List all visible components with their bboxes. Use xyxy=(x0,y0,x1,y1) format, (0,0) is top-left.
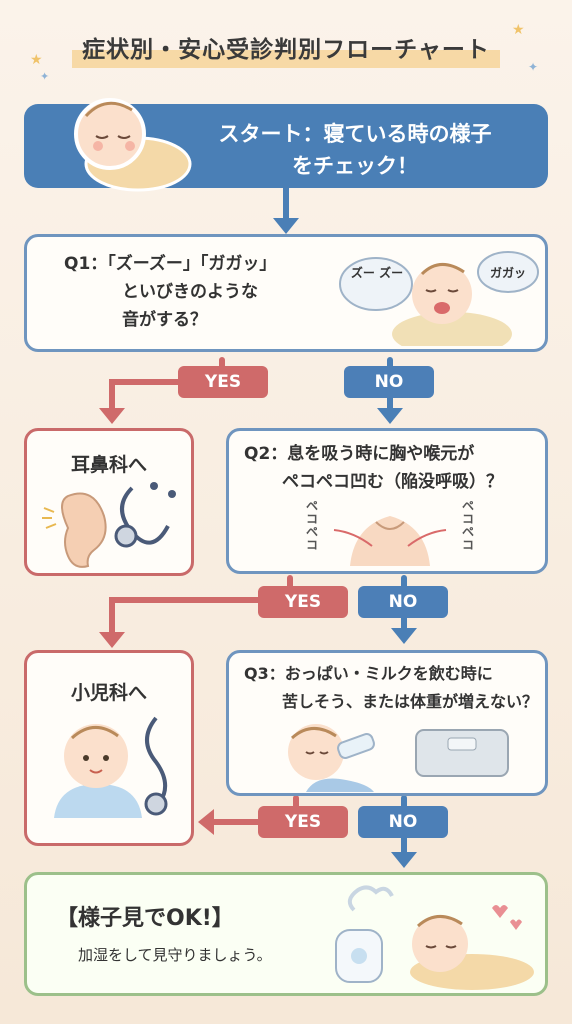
snore-bubble-2: ガガッ xyxy=(489,266,526,280)
chest-retraction-icon xyxy=(333,516,447,566)
feeding-scale-icon xyxy=(288,724,509,792)
question-1-text: Q1：「ズーズー」「ガガッ」 といびきのような 音がする？ xyxy=(64,250,324,334)
page-title-text: 症状別・安心受診判別フローチャート xyxy=(72,28,500,68)
q2-yes-label: YES xyxy=(258,586,348,618)
ok-text: 加湿をして見守りましょう。 xyxy=(78,946,272,964)
q3-line2: 苦しそう、または体重が増えない？ xyxy=(282,692,539,711)
ok-title: 【様子見でOK!】 xyxy=(56,906,234,931)
q3-no-label: NO xyxy=(358,806,448,838)
snore-bubble-1: ズー ズー xyxy=(350,266,404,280)
start-line2: をチェック！ xyxy=(292,154,418,178)
humidifier-sleeping-baby-icon xyxy=(335,885,534,990)
q3-yes-label: YES xyxy=(258,806,348,838)
ent-box xyxy=(24,428,194,576)
snoring-baby-icon xyxy=(339,251,539,346)
q1-no-label: NO xyxy=(344,366,434,398)
star-icon: ✦ xyxy=(40,70,50,83)
question-3-text: Q3：おっぱい・ミルクを飲む時に 苦しそう、または体重が増えない？ xyxy=(244,660,544,716)
page-title: 症状別・安心受診判別フローチャート xyxy=(0,28,572,68)
q2-side-right: ペコペコ xyxy=(462,499,475,552)
ent-label: 耳鼻科へ xyxy=(70,454,147,476)
q1-yes-label: YES xyxy=(178,366,268,398)
q1-line2: といびきのような xyxy=(122,282,258,302)
sleeping-baby-icon xyxy=(74,98,192,192)
q1-line1: Q1：「ズーズー」「ガガッ」 xyxy=(64,254,277,274)
q2-line2: ペコペコ凹む（陥没呼吸）？ xyxy=(282,472,503,492)
start-text: スタート：寝ている時の様子 をチェック！ xyxy=(170,118,540,182)
q3-line1: Q3：おっぱい・ミルクを飲む時に xyxy=(244,664,493,683)
star-icon: ✦ xyxy=(528,60,539,74)
ear-stethoscope-icon xyxy=(42,482,176,568)
q2-side-left: ペコペコ xyxy=(306,499,319,552)
q1-line3: 音がする？ xyxy=(122,310,207,330)
q2-no-label: NO xyxy=(358,586,448,618)
baby-stethoscope-icon xyxy=(54,716,168,818)
start-line1: スタート：寝ている時の様子 xyxy=(218,122,492,146)
pediatrics-label: 小児科へ xyxy=(70,682,147,704)
star-icon: ★ xyxy=(30,52,43,68)
q2-line1: Q2：息を吸う時に胸や喉元が xyxy=(244,444,475,464)
question-2-text: Q2：息を吸う時に胸や喉元が ペコペコ凹む（陥没呼吸）？ xyxy=(244,440,544,496)
star-icon: ★ xyxy=(512,22,525,38)
